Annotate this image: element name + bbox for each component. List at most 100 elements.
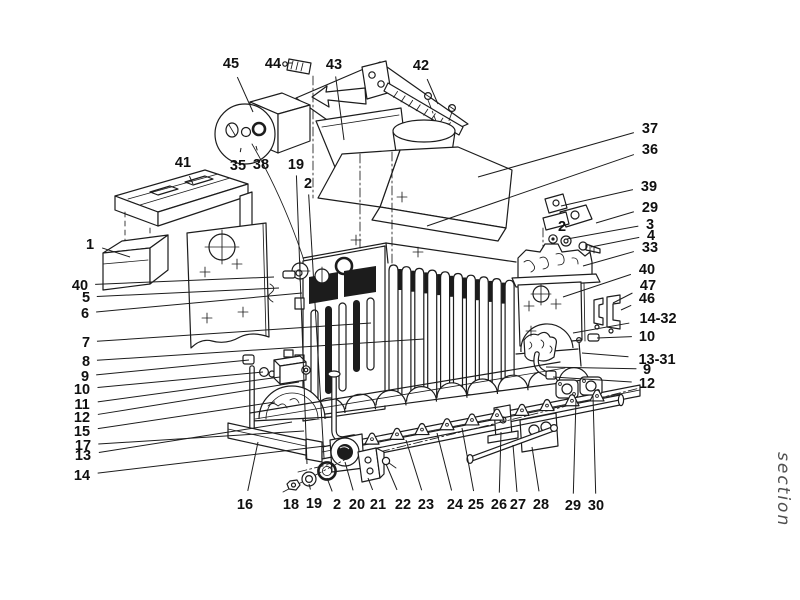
callout-label-40-10: 40 [72,278,88,294]
ring-icon [317,461,337,481]
leader-line-43 [335,76,345,141]
callout-label-8-14: 8 [82,354,90,370]
thermocouple [578,341,582,367]
leader-line-12 [97,381,300,415]
callout-label-21-44: 21 [370,497,386,513]
washer-icon [240,126,252,138]
leader-line-40 [95,276,275,285]
callout-label-19-7: 19 [288,157,304,173]
bolt-icon [578,241,588,251]
callout-label-33-29: 33 [642,240,658,256]
gas-train-parts [542,193,601,254]
callout-label-18-40: 18 [283,497,299,513]
callout-label-5-11: 5 [82,290,90,306]
leader-line-9 [96,359,250,376]
leader-line-47 [612,292,633,304]
callout-label-3-27: 3 [646,217,654,233]
callout-label-20-43: 20 [349,497,365,513]
callout-label-13-21: 13 [75,448,91,464]
elbow-fitting [545,370,557,380]
elbow-fitting [242,354,255,365]
callout-label-2-8: 2 [304,176,312,192]
leader-line-15 [97,401,276,430]
knob [334,256,354,276]
callout-label-30-53: 30 [588,498,604,514]
callout-label-14-32-34: 14-32 [639,311,676,327]
leader-line-41 [188,175,194,185]
callout-label-11-17: 11 [74,397,89,413]
callout-label-41-4: 41 [175,155,191,171]
callout-label-47-32: 47 [640,278,656,294]
leader-line-8 [96,338,425,361]
leader-line-16 [247,441,259,491]
leader-line-3 [566,225,639,240]
leader-line-19 [295,175,308,465]
mounting-brackets-46-47 [593,294,621,334]
callout-label-6-12: 6 [81,306,89,322]
burner-manifold [297,387,641,473]
junction-box [102,234,169,291]
nut-icon [286,479,301,491]
leader-line-5 [96,287,280,297]
manifold-bracket [357,447,397,483]
leader-line-36 [426,154,635,227]
callout-label-1-9: 1 [86,237,94,253]
callout-label-24-47: 24 [447,497,463,513]
leader-line-10 [596,336,632,339]
callout-label-38-6: 38 [253,157,269,173]
ring-icon [251,121,267,137]
pilot-burner-right [515,323,600,380]
callout-label-36-24: 36 [642,142,658,158]
temperature-sensor [282,58,314,199]
burner-dome-left [251,385,333,422]
leader-line-24 [436,432,453,491]
mounting-plate [361,60,392,100]
leader-line-28 [531,446,540,492]
leader-line-29 [572,398,577,494]
callout-label-23-46: 23 [418,497,434,513]
leader-line-38 [255,145,258,151]
callout-label-26-49: 26 [491,497,507,513]
leader-line-29 [595,211,635,224]
leader-line-33 [582,251,635,267]
leader-line-7 [96,322,372,342]
washer-icon [301,471,317,487]
leader-line-10 [97,371,264,389]
flow-arrow-icon [311,85,367,108]
leader-line-26 [498,431,502,493]
callout-label-14-22: 14 [74,468,90,484]
leader-line-27 [512,444,518,493]
callout-label-45-0: 45 [223,56,239,72]
leader-line-40 [562,273,632,298]
leader-line-9 [545,366,637,370]
leader-line-22 [385,463,398,491]
leader-line-12 [552,376,632,383]
callout-label-46-33: 46 [639,291,655,307]
callout-label-37-23: 37 [642,121,658,137]
callout-label-15-19: 15 [74,424,90,440]
callout-label-28-51: 28 [533,497,549,513]
leader-line-14 [97,445,326,474]
callout-label-17-20: 17 [75,438,91,454]
screw-position-marks [199,191,562,337]
leader-line-13 [98,421,293,453]
callout-label-43-2: 43 [326,57,342,73]
nut-icon [560,235,572,247]
leader-line-37 [477,132,635,178]
callout-label-12-38: 12 [639,376,655,392]
callout-label-13-31-36: 13-31 [638,352,675,368]
callout-label-35-5: 35 [230,158,246,174]
callout-label-9-37: 9 [643,362,651,378]
callout-label-9-15: 9 [81,369,89,385]
leader-line-4 [590,236,640,248]
leader-line-11 [97,376,281,403]
callout-label-7-13: 7 [82,335,90,351]
front-door-panel [186,222,270,349]
leader-line-25 [461,427,475,492]
spring-hook [268,283,275,303]
pipe-flange [327,370,341,378]
callout-label-27-50: 27 [510,497,526,513]
leader-line-2 [326,477,333,492]
callout-label-2-30: 2 [558,219,566,235]
